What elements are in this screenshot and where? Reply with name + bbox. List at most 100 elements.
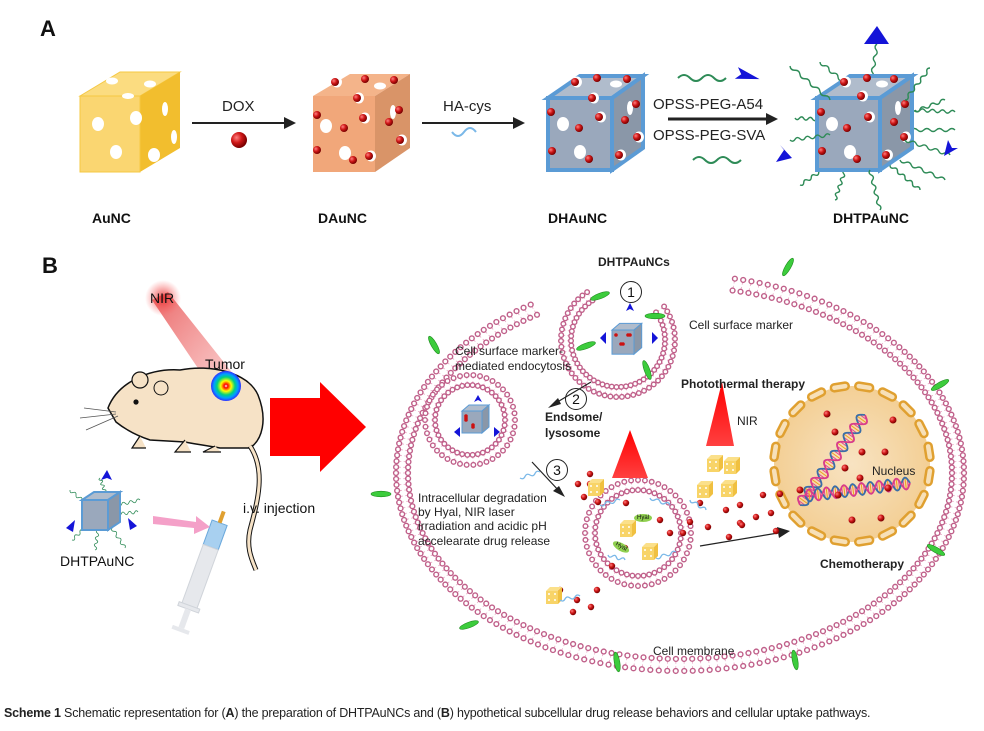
figure-caption: Scheme 1 Schematic representation for (A… <box>4 706 870 720</box>
degradation-line4: accelearate drug release <box>418 534 550 548</box>
dhtpaunc-nanoparticle-label: DHTPAuNC <box>60 553 134 569</box>
nuclear-envelope-segment <box>924 467 934 486</box>
endosome-label-line1: Endsome/ <box>545 410 602 424</box>
peg-chain <box>915 109 955 113</box>
mouse-illustration <box>80 368 263 570</box>
dox-icon <box>623 500 629 506</box>
degraded-gold-cube-icon <box>546 587 562 604</box>
dox-icon <box>737 502 743 508</box>
mini-nanoparticle-icon <box>462 405 489 433</box>
nir-label: NIR <box>150 290 174 306</box>
dox-icon <box>657 517 663 523</box>
ligand-icon <box>864 26 889 44</box>
dox-icon <box>857 475 864 482</box>
dox-icon <box>609 563 615 569</box>
dox-icon <box>396 136 404 144</box>
degradation-line3: irradiation and acidic pH <box>418 519 547 533</box>
dox-icon <box>575 124 583 132</box>
dox-icon <box>570 609 576 615</box>
dox-icon <box>313 146 321 154</box>
dox-icon <box>340 124 348 132</box>
dox-icon <box>890 75 898 83</box>
dox-icon <box>313 111 321 119</box>
dox-icon <box>548 147 556 155</box>
dox-icon <box>777 491 783 497</box>
tumor-label: Tumor <box>205 356 245 372</box>
caption-prefix: Scheme 1 <box>4 706 61 720</box>
dox-icon <box>878 515 885 522</box>
dhaunc-label: DHAuNC <box>548 210 607 226</box>
dox-icon <box>632 100 640 108</box>
dox-icon <box>797 487 804 494</box>
dox-icon <box>863 74 871 82</box>
dox-icon <box>824 411 831 418</box>
dox-icon <box>890 417 897 424</box>
nuclear-envelope-segment <box>770 442 780 461</box>
dox-icon <box>623 75 631 83</box>
cell-surface-marker-icon <box>371 491 391 497</box>
chemotherapy-label: Chemotherapy <box>820 557 904 571</box>
dox-icon <box>395 106 403 114</box>
panel-b-label: B <box>42 253 58 279</box>
nuclear-envelope-segment <box>830 382 849 392</box>
dox-icon <box>687 519 693 525</box>
dox-icon <box>361 75 369 83</box>
dox-icon <box>365 152 373 160</box>
cell-membrane-label: Cell membrane <box>653 644 734 658</box>
dox-molecule-icon <box>231 132 247 148</box>
dox-icon <box>760 492 766 498</box>
dox-icon <box>547 108 555 116</box>
step-1-badge: 1 <box>620 281 642 303</box>
peg-chain <box>890 165 920 190</box>
dox-icon <box>594 587 600 593</box>
cell-surface-marker-icon <box>459 619 480 631</box>
aunc-label: AuNC <box>92 210 131 226</box>
dox-icon <box>588 604 594 610</box>
cell-surface-marker-icon <box>781 257 796 277</box>
endosome-label-line2: lysosome <box>545 426 600 440</box>
degraded-gold-cube-icon <box>721 480 737 497</box>
dox-icon <box>849 517 856 524</box>
hyal-enzyme-1: Hyal <box>634 514 652 522</box>
mini-nanoparticle-icon <box>612 323 642 354</box>
dox-icon <box>595 499 601 505</box>
nir-laser-1 <box>612 430 648 478</box>
endocytosis-label-line1: Cell surface marker- <box>455 344 563 358</box>
dox-icon <box>385 118 393 126</box>
dox-icon <box>585 155 593 163</box>
peg-chain <box>869 170 881 210</box>
dox-icon <box>359 114 367 122</box>
dox-icon <box>885 485 892 492</box>
dox-icon <box>349 156 357 164</box>
nir-label-cell: NIR <box>737 414 758 428</box>
dox-icon <box>818 147 826 155</box>
dox-icon <box>768 510 774 516</box>
dox-icon <box>840 78 848 86</box>
dox-icon <box>615 151 623 159</box>
peg-chain <box>835 170 845 200</box>
dox-icon <box>882 151 890 159</box>
dox-icon <box>667 530 673 536</box>
degraded-gold-cube-icon <box>588 479 604 496</box>
degraded-gold-cube-icon <box>620 520 636 537</box>
dox-icon <box>331 78 339 86</box>
degradation-line1: Intracellular degradation <box>418 491 547 505</box>
cell-surface-marker-label: Cell surface marker <box>689 318 793 332</box>
nuclear-envelope-segment <box>855 536 874 546</box>
cell-surface-marker-icon <box>590 290 611 302</box>
dhtpaunc-cube <box>776 26 958 210</box>
degraded-gold-cube-icon <box>697 481 713 498</box>
peg-chain <box>94 530 98 550</box>
dox-icon <box>753 514 759 520</box>
dox-icon <box>817 108 825 116</box>
dhaunc-cube <box>547 74 644 170</box>
dox-icon <box>853 155 861 163</box>
dox-icon <box>571 78 579 86</box>
step-3-badge: 3 <box>546 459 568 481</box>
pink-arrow <box>153 516 210 534</box>
dox-icon <box>705 524 711 530</box>
ha-chain <box>608 555 625 560</box>
dox-icon <box>593 74 601 82</box>
dox-icon <box>890 118 898 126</box>
